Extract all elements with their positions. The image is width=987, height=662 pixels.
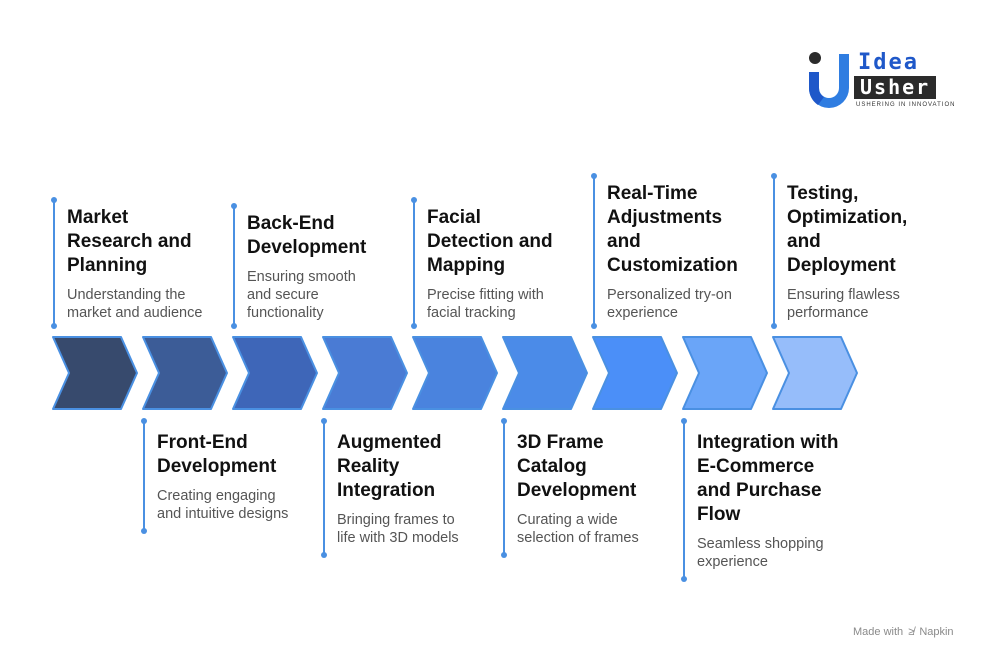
step-description: Ensuring smooth and secure functionality [247,269,356,321]
step-connector-dot [771,323,777,329]
chevron-step-7 [592,336,678,410]
step-connector-line [233,206,235,326]
step-connector-dot [501,552,507,558]
step-text: Integration with E-Commerce and Purchase… [697,431,857,571]
logo-tagline: USHERING IN INNOVATION [856,102,956,108]
step-connector-dot [231,323,237,329]
step-connector-line [683,421,685,579]
step-title: Integration with E-Commerce and Purchase… [697,432,839,525]
step-description: Personalized try-on experience [607,287,732,321]
step-connector-dot [51,197,57,203]
credit-brand: Napkin [919,626,954,638]
step-title: Front-End Development [157,432,277,477]
step-connector-line [143,421,145,531]
step-connector-line [593,176,595,326]
step-title: 3D Frame Catalog Development [517,432,637,501]
chevron-step-5 [412,336,498,410]
step-title: Back-End Development [247,213,367,258]
step-connector-dot [141,528,147,534]
step-title: Testing, Optimization, and Deployment [787,183,908,276]
chevron-step-2 [142,336,228,410]
chevron-step-1 [52,336,138,410]
step-description: Precise fitting with facial tracking [427,287,544,321]
step-connector-line [53,200,55,326]
step-connector-dot [321,418,327,424]
logo-mark-icon [808,52,849,108]
logo-word-idea: Idea [858,50,919,75]
step-connector-line [323,421,325,555]
step-connector-line [503,421,505,555]
chevron-step-4 [322,336,408,410]
step-description: Seamless shopping experience [697,536,824,570]
step-description: Creating engaging and intuitive designs [157,488,289,522]
step-connector-dot [141,418,147,424]
chevron-step-6 [502,336,588,410]
step-title: Facial Detection and Mapping [427,207,553,276]
chevron-step-8 [682,336,768,410]
made-with-credit: Made with ≱ Napkin [853,626,954,638]
idea-usher-logo: Idea Usher USHERING IN INNOVATION [806,50,966,114]
credit-prefix: Made with [853,626,904,638]
step-title: Market Research and Planning [67,207,192,276]
step-connector-dot [231,203,237,209]
step-connector-dot [501,418,507,424]
step-title: Augmented Reality Integration [337,432,442,501]
step-connector-dot [51,323,57,329]
step-connector-dot [681,418,687,424]
step-description: Curating a wide selection of frames [517,512,639,546]
step-connector-dot [411,197,417,203]
step-connector-dot [771,173,777,179]
step-description: Bringing frames to life with 3D models [337,512,459,546]
step-title: Real-Time Adjustments and Customization [607,183,738,276]
step-connector-dot [321,552,327,558]
step-connector-line [413,200,415,326]
step-8: Integration with E-Commerce and Purchase… [681,418,853,582]
step-connector-dot [591,173,597,179]
step-connector-line [773,176,775,326]
chevron-step-9 [772,336,858,410]
step-connector-dot [591,323,597,329]
step-connector-dot [681,576,687,582]
chevron-step-3 [232,336,318,410]
step-description: Ensuring flawless performance [787,287,900,321]
step-description: Understanding the market and audience [67,287,203,321]
logo-word-usher: Usher [854,76,937,99]
step-connector-dot [411,323,417,329]
napkin-icon: ≱ [908,626,915,638]
